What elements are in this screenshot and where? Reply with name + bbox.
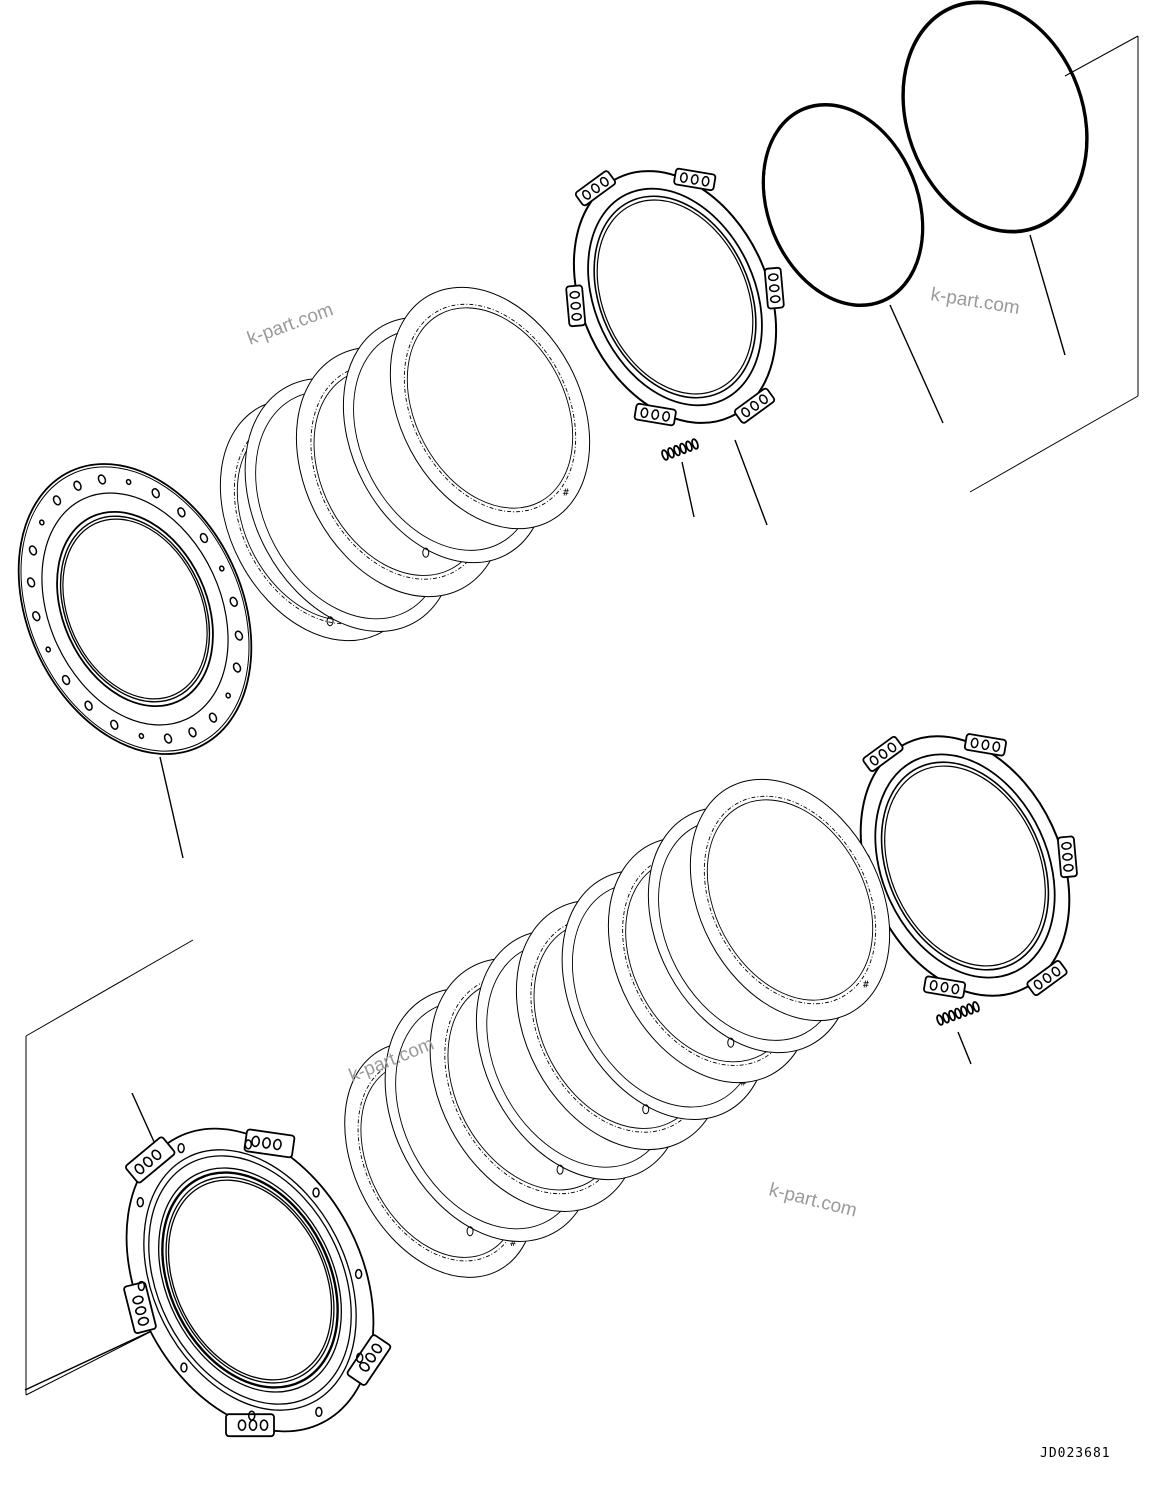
bolt-hole (38, 519, 45, 526)
mounting-tab (923, 975, 967, 999)
bolt-hole (188, 727, 197, 738)
bolt-hole (218, 565, 225, 572)
bolt-hole (232, 662, 242, 673)
upper-clutch-assembly: ##### (17, 0, 1089, 755)
spring-upper (661, 438, 699, 461)
bolt-hole (177, 507, 186, 518)
mounting-tab (862, 736, 904, 772)
housing-lug (123, 1281, 157, 1334)
bolt-hole (110, 719, 119, 730)
mounting-tab (763, 266, 785, 310)
leader-lines (24, 234, 1066, 1391)
bolt-hole (84, 700, 93, 711)
clutch-disc: # (689, 778, 891, 1022)
bolt-hole (229, 596, 238, 607)
clutch-plates-upper: ##### (219, 286, 591, 642)
bolt-hole (26, 577, 36, 588)
o-ring-small (761, 102, 925, 308)
mounting-tab (633, 402, 677, 427)
drawing-id-label: JD023681 (1040, 1446, 1111, 1461)
bolt-hole (138, 732, 145, 740)
bolt-hole (73, 480, 82, 491)
piston-plate-upper (565, 167, 785, 427)
bolt-hole (199, 532, 209, 544)
mounting-tab (733, 387, 776, 424)
bolt-hole (52, 495, 62, 506)
bolt-hole (125, 478, 132, 486)
svg-text:#: # (863, 980, 869, 991)
mounting-tab (1026, 960, 1068, 996)
o-ring-large (901, 0, 1089, 234)
mounting-tab (963, 733, 1007, 757)
end-plate-flange (17, 463, 253, 755)
bolt-hole (97, 474, 107, 485)
housing-lug (125, 1136, 176, 1184)
mounting-tab (574, 170, 617, 207)
clutch-disc: # (389, 286, 591, 530)
bolt-hole (225, 692, 232, 699)
housing-lug (225, 1413, 275, 1438)
mounting-tab (1057, 835, 1078, 879)
lower-clutch-assembly: ######### (123, 733, 1078, 1438)
svg-text:#: # (563, 488, 569, 499)
spring-lower (936, 1001, 980, 1026)
watermark-text: k-part.com (767, 1179, 859, 1221)
svg-text:#: # (510, 1238, 516, 1249)
clutch-housing (123, 1127, 392, 1438)
bolt-hole (45, 646, 52, 653)
assembly-boundary-lines (25, 35, 1139, 1396)
bolt-hole (61, 674, 71, 686)
mounting-tab (673, 167, 717, 192)
housing-lug (243, 1128, 296, 1159)
clutch-plates-lower: ######### (344, 778, 891, 1278)
watermark-text: k-part.com (929, 284, 1021, 319)
mounting-tab (565, 284, 587, 328)
bolt-hole (163, 733, 173, 744)
bolt-hole (208, 712, 218, 723)
bolt-hole (28, 545, 38, 556)
bolt-hole (234, 630, 244, 641)
bolt-hole (151, 488, 160, 499)
watermark-text: k-part.com (245, 299, 337, 349)
bolt-hole (32, 611, 41, 622)
